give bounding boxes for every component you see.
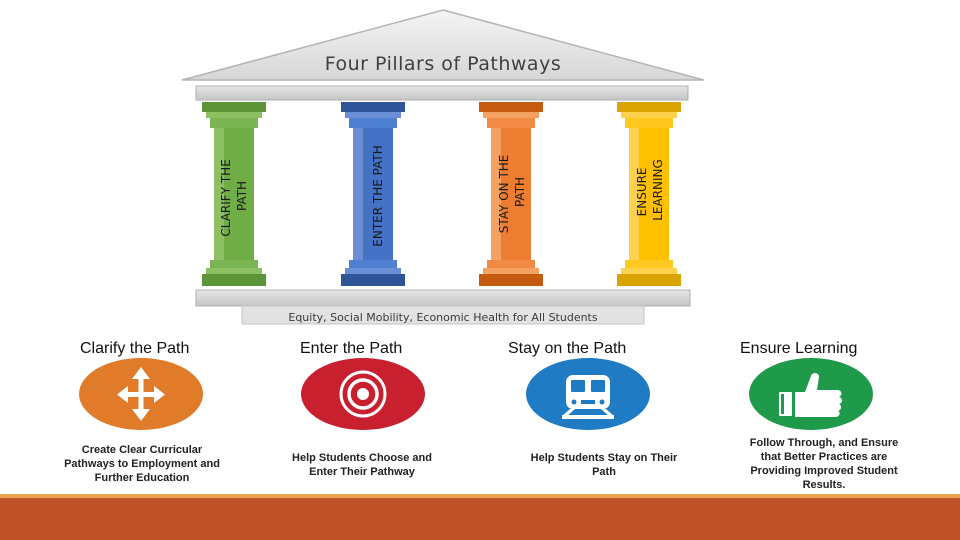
description-line: Create Clear Curricular: [81, 444, 203, 456]
pillar-label: ENSURE LEARNING: [635, 159, 665, 221]
temple-base: [195, 289, 691, 307]
description-line: Providing Improved Student: [750, 465, 898, 477]
description-line: Path: [592, 466, 616, 478]
column-title: Stay on the Path: [508, 340, 627, 357]
thumbs-up-icon: [749, 358, 873, 430]
description-line: Help Students Choose and: [292, 452, 432, 464]
temple-step: [241, 305, 645, 325]
pillar-label: STAY ON THE PATH: [497, 151, 527, 233]
description-line: Further Education: [94, 472, 190, 484]
column-description: Create Clear Curricular Pathways to Empl…: [50, 443, 234, 485]
arrows-move-icon: [79, 358, 203, 430]
column-title: Ensure Learning: [740, 340, 858, 357]
temple-diagram: Four Pillars of Pathways CLARIFY THE PAT…: [181, 9, 705, 325]
temple-title: Four Pillars of Pathways: [325, 53, 561, 75]
description-line: Enter Their Pathway: [309, 466, 415, 478]
temple-roof: [181, 9, 705, 81]
pillar-clarify: CLARIFY THE PATH: [202, 102, 266, 286]
column-description: Help Students Stay on Their Path: [512, 451, 696, 479]
pillar-label: ENTER THE PATH: [371, 145, 385, 246]
temple-architrave: [195, 85, 689, 101]
base-caption: Equity, Social Mobility, Economic Health…: [288, 311, 597, 324]
column-description: Follow Through, and Ensure that Better P…: [730, 436, 918, 492]
pillar-label: CLARIFY THE PATH: [219, 155, 249, 236]
pillar-stay: STAY ON THE PATH: [479, 102, 543, 286]
description-line: Help Students Stay on Their: [530, 452, 678, 464]
column-description: Help Students Choose and Enter Their Pat…: [270, 451, 454, 479]
footer-bar: [0, 498, 960, 540]
column-title: Clarify the Path: [80, 340, 190, 357]
target-icon: [301, 358, 425, 430]
description-line: Results.: [802, 479, 846, 491]
description-line: Pathways to Employment and: [64, 458, 220, 470]
pillar-enter: ENTER THE PATH: [341, 102, 405, 286]
description-line: Follow Through, and Ensure: [749, 437, 899, 449]
column-title: Enter the Path: [300, 340, 403, 357]
footer-accent-line: [0, 494, 960, 498]
train-icon: [526, 358, 650, 430]
pillar-ensure: ENSURE LEARNING: [617, 102, 681, 286]
description-line: that Better Practices are: [760, 451, 888, 463]
